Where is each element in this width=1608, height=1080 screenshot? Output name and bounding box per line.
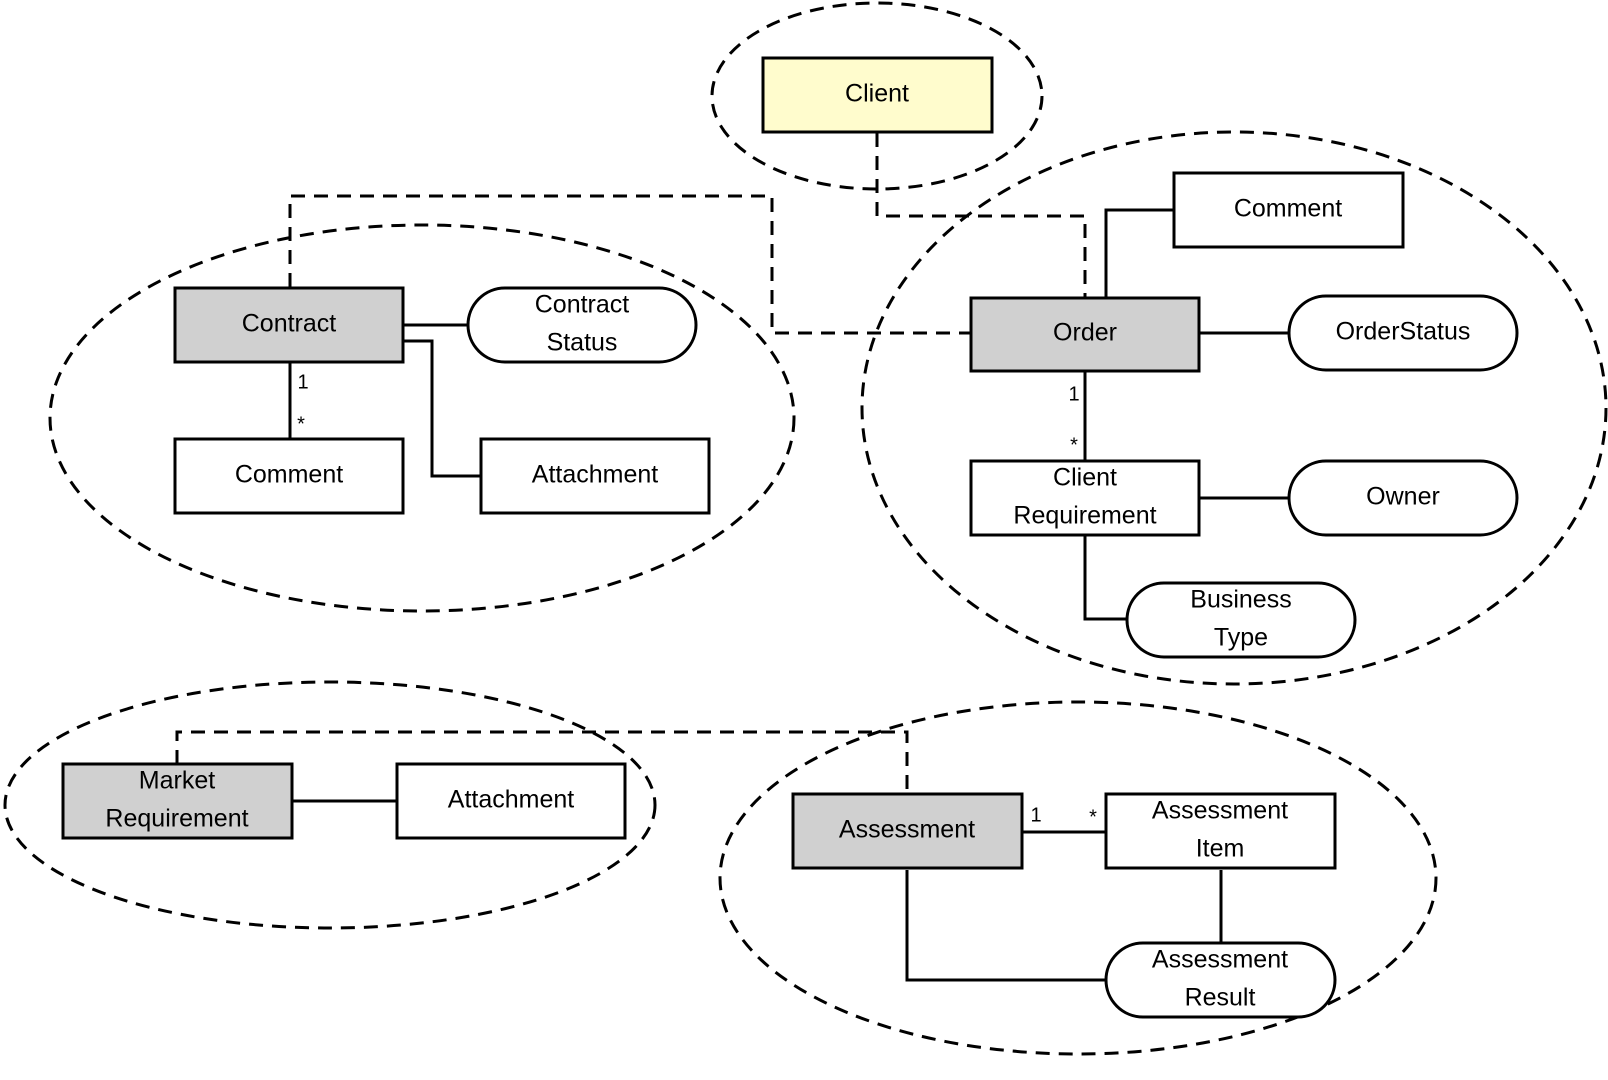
owner-label: Owner [1366,483,1440,511]
assessment-result-label-line2: Result [1185,984,1256,1012]
order-box[interactable] [969,296,1201,373]
contract-attachment-connector [403,339,481,478]
orderstatus-label: OrderStatus [1336,318,1471,346]
client-label: Client [845,80,909,108]
client-requirement-label-line2: Requirement [1013,502,1156,530]
contract-comment-label: Comment [235,461,343,489]
contract-status-label-line2: Status [547,329,618,357]
business-type-box[interactable] [1125,581,1357,659]
assessment-result-label-line1: Assessment [1152,946,1288,974]
contract-label: Contract [242,310,337,338]
order-comment-label: Comment [1234,195,1342,223]
owner-box[interactable] [1287,459,1519,537]
assessment-item-box[interactable] [1104,792,1337,870]
assessment-result-connector [905,870,1106,982]
client-group-boundary [710,1,1044,191]
assessment-group-boundary [718,700,1438,1056]
contract-status-box[interactable] [466,286,698,364]
orderstatus-box[interactable] [1287,294,1519,372]
contract-box[interactable] [173,286,405,364]
contract-comment-multiplicity-one: 1 [297,371,308,393]
contract-comment-box[interactable] [173,437,405,515]
assessment-item-multiplicity-many: * [1089,806,1097,828]
order-comment-box[interactable] [1172,171,1405,249]
market-requirement-box[interactable] [61,762,294,840]
clientrequirement-businesstype-connector [1083,535,1127,621]
contract-status-label-line1: Contract [535,291,630,319]
market-requirement-label-line1: Market [139,767,215,795]
market-requirement-label-line2: Requirement [105,805,248,833]
order-group-boundary [860,130,1608,686]
contract-group-boundary [48,223,796,613]
order-requirement-multiplicity-many: * [1070,434,1078,456]
business-type-label-line2: Type [1214,624,1268,652]
business-type-label-line1: Business [1190,586,1291,614]
contract-attachment-box[interactable] [479,437,711,515]
assessment-item-label-line1: Assessment [1152,797,1288,825]
market-attachment-label: Attachment [448,786,575,814]
contract-attachment-label: Attachment [532,461,659,489]
order-label: Order [1053,319,1117,347]
order-requirement-multiplicity-one: 1 [1068,383,1079,405]
client-requirement-label-line1: Client [1053,464,1117,492]
client-order-link [875,133,1087,298]
market-assessment-link [175,730,909,793]
assessment-box[interactable] [791,792,1024,870]
assessment-item-multiplicity-one: 1 [1030,804,1041,826]
assessment-result-box[interactable] [1104,941,1337,1019]
market-attachment-box[interactable] [395,762,627,840]
client-requirement-box[interactable] [969,459,1201,537]
client-box[interactable] [761,56,994,134]
assessment-item-label-line2: Item [1196,835,1245,863]
order-comment-connector [1104,208,1174,298]
contract-comment-multiplicity-many: * [297,413,305,435]
assessment-label: Assessment [839,816,975,844]
market-group-boundary [3,680,657,930]
